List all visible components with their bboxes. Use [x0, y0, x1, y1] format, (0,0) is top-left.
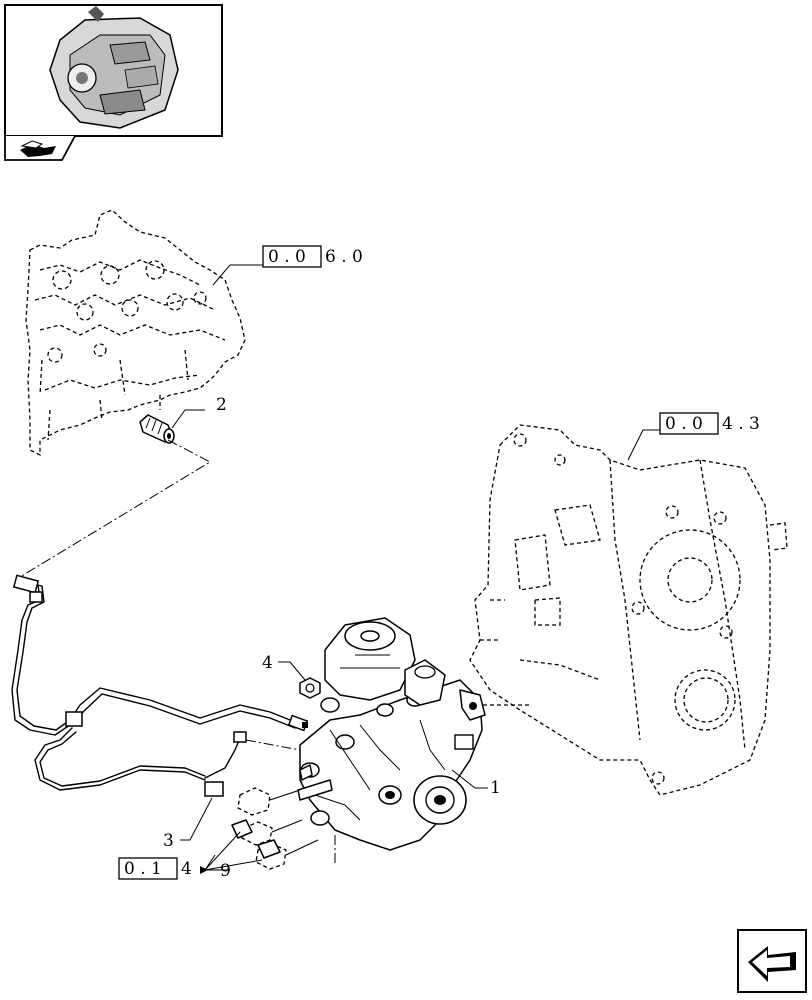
previous-arrow-icon: [748, 946, 796, 982]
right-ref-leader: [627, 429, 660, 461]
injection-pump-part-1[interactable]: [297, 617, 486, 851]
engine-thumbnail-icon: [49, 6, 179, 129]
book-tab[interactable]: [4, 135, 76, 161]
top-ref-leader: [212, 264, 263, 286]
top-reference[interactable]: 0 . 0 6 . 0: [262, 245, 363, 268]
connection-line-harness: [245, 739, 301, 751]
callout-2: 2: [216, 395, 227, 415]
engine-thumbnail[interactable]: [4, 4, 223, 137]
callout-9-leader: [204, 831, 263, 871]
callout-1-leader: [451, 769, 488, 789]
top-ref-boxed: 0 . 0: [268, 247, 306, 267]
callout-3: 3: [163, 831, 174, 851]
top-ref-suffix: 6 . 0: [325, 247, 363, 267]
wiring-harness[interactable]: [11, 574, 309, 797]
right-ref-boxed: 0 . 0: [665, 414, 703, 434]
connection-line-sensor: [14, 439, 212, 581]
cylinder-head-phantom: [25, 209, 246, 457]
nut-part-4[interactable]: [299, 677, 321, 699]
book-pages-icon: [20, 140, 56, 157]
callout-2-leader: [171, 409, 205, 429]
callout-9: 9: [220, 861, 231, 881]
previous-page-button[interactable]: [737, 929, 807, 993]
right-ref-suffix: 4 . 3: [722, 414, 760, 434]
bottom-ref-suffix: 4: [181, 859, 192, 879]
right-reference[interactable]: 0 . 0 4 . 3: [659, 412, 760, 435]
timing-cover-phantom: [469, 424, 788, 796]
callout-4: 4: [262, 653, 273, 673]
callout-4-leader: [278, 661, 306, 681]
callout-1: 1: [490, 778, 501, 798]
fittings-group-9[interactable]: [231, 787, 319, 870]
bottom-ref-boxed: 0 . 1: [124, 859, 162, 879]
callout-3-leader: [180, 797, 213, 841]
callout-arrowhead: [200, 866, 208, 874]
sensor-part-2[interactable]: [139, 414, 175, 444]
bottom-reference[interactable]: 0 . 1 4: [118, 857, 192, 880]
